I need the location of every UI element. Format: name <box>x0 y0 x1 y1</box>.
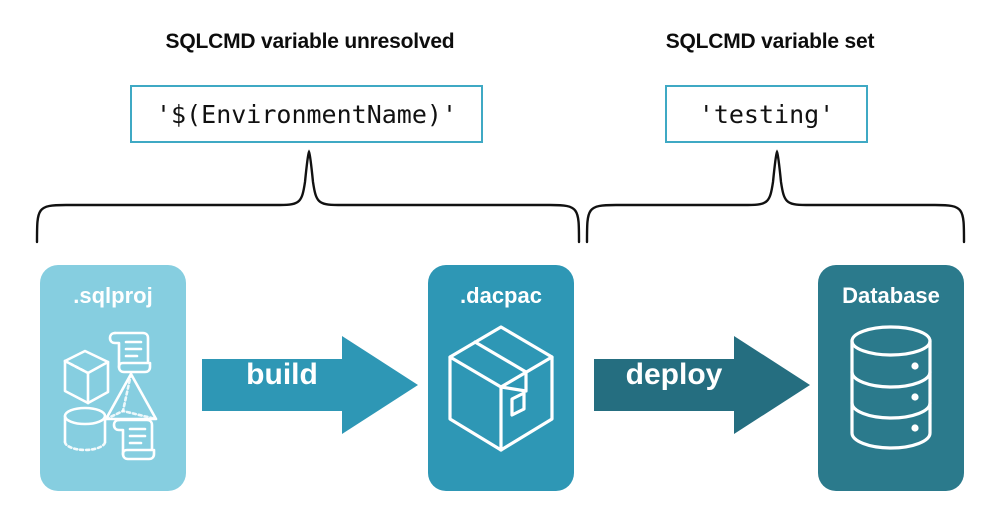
brace-left <box>35 149 581 244</box>
database-cylinder-icon <box>850 325 932 450</box>
cube-icon <box>63 349 110 405</box>
group-heading-set: SQLCMD variable set <box>665 30 875 53</box>
scroll-icon <box>112 418 156 461</box>
brace-right <box>585 149 966 244</box>
database-icon-group <box>818 319 964 459</box>
arrow-build <box>202 336 418 434</box>
sqlcmd-value-box-set: 'testing' <box>665 85 868 143</box>
scroll-icon <box>108 331 152 374</box>
artifact-box-sqlproj[interactable]: .sqlproj <box>40 265 186 491</box>
group-heading-unresolved: SQLCMD variable unresolved <box>165 30 455 53</box>
arrow-deploy <box>594 336 810 434</box>
dacpac-icon-group <box>428 319 574 459</box>
cylinder-icon <box>63 406 107 452</box>
pyramid-icon <box>104 372 158 421</box>
artifact-box-database[interactable]: Database <box>818 265 964 491</box>
sqlproj-icon-group <box>40 319 186 469</box>
arrow-label-deploy: deploy <box>625 358 723 391</box>
artifact-label-dacpac: .dacpac <box>460 283 542 308</box>
arrow-label-build: build <box>246 358 318 391</box>
sqlcmd-value-box-unresolved: '$(EnvironmentName)' <box>130 85 483 143</box>
artifact-label-sqlproj: .sqlproj <box>73 283 153 308</box>
artifact-label-database: Database <box>842 283 940 308</box>
package-box-icon <box>448 325 554 452</box>
artifact-box-dacpac[interactable]: .dacpac <box>428 265 574 491</box>
